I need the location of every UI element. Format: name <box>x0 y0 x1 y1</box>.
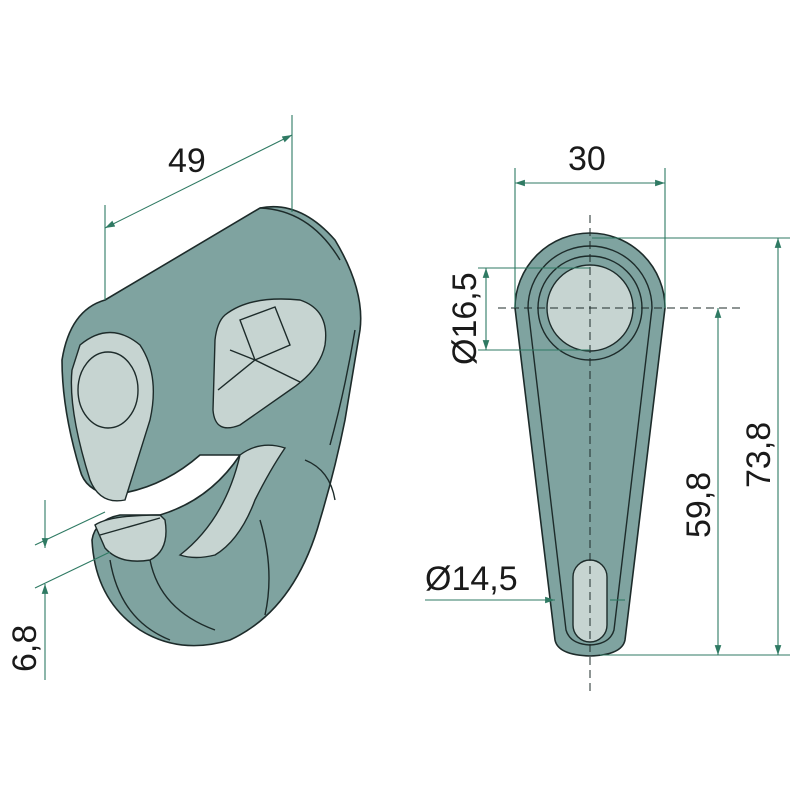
left-hole <box>77 351 139 429</box>
dim-30-label: 30 <box>568 140 606 178</box>
dim-59-8-label: 59,8 <box>680 472 718 538</box>
dimension-6-8: 6,8 <box>6 500 111 680</box>
dimension-slot-diameter: Ø14,5 <box>425 560 625 604</box>
dim-6-8-label: 6,8 <box>6 625 44 672</box>
isometric-part-view <box>61 205 362 647</box>
dim-hole-diameter-label: Ø16,5 <box>446 272 484 365</box>
hook-tip-face <box>94 514 167 562</box>
side-part-view <box>498 215 740 692</box>
hook-inner-surface <box>178 444 287 559</box>
dimension-hole-diameter: Ø16,5 <box>446 267 590 365</box>
dimension-73-8: 73,8 <box>592 237 790 655</box>
dimension-49: 49 <box>104 115 293 300</box>
dim-49-label: 49 <box>168 142 206 180</box>
dimension-30: 30 <box>514 140 666 308</box>
dim-slot-diameter-label: Ø14,5 <box>425 560 518 598</box>
dimension-59-8: 59,8 <box>600 308 790 656</box>
link-outline <box>514 232 666 657</box>
dim-73-8-label: 73,8 <box>740 422 778 488</box>
window-recess <box>212 298 327 429</box>
